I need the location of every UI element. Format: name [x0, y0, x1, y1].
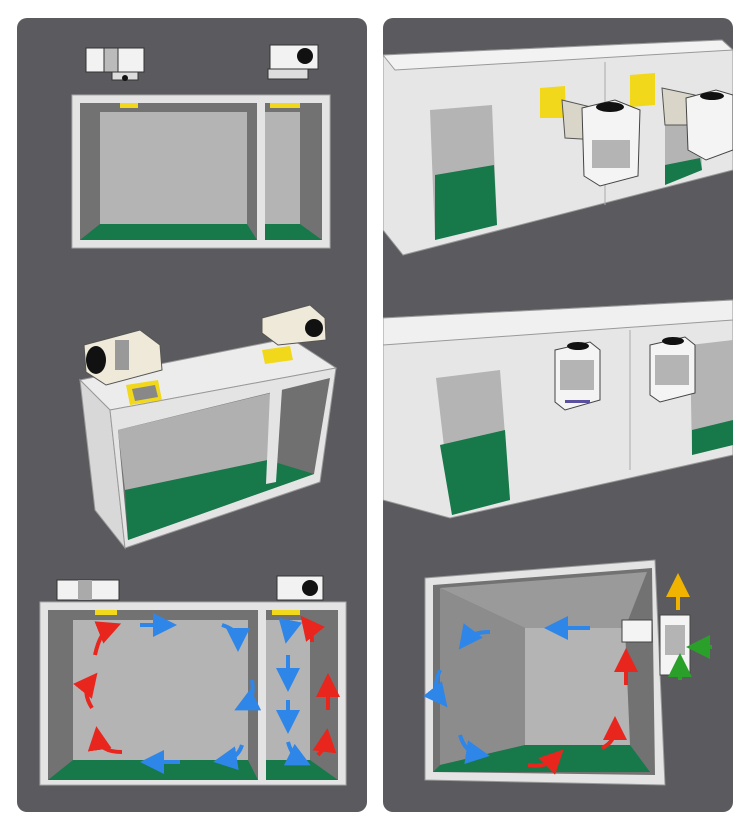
- scene-top-mount-front-view: [71, 44, 331, 249]
- scene-wall-mount-flush: [383, 299, 733, 519]
- top-mount-illustrations: [39, 44, 347, 786]
- cooling-unit-icon: [83, 329, 163, 386]
- cooling-unit-icon: [554, 341, 601, 411]
- airflow-arrows: [423, 573, 712, 775]
- cooling-unit-icon: [649, 336, 696, 403]
- floor: [80, 224, 257, 240]
- scene-wall-mount-through-wall: [383, 39, 733, 256]
- scene-top-mount-airflow: [39, 575, 347, 786]
- scene-wall-mount-airflow: [423, 559, 712, 786]
- cooling-unit-icon: [267, 44, 319, 80]
- scene-top-mount-perspective: [78, 304, 338, 550]
- cooling-unit-icon: [561, 99, 641, 187]
- cooling-unit-icon: [85, 47, 145, 81]
- left-panel-top-mount: [17, 18, 367, 812]
- cooling-unit-icon: [261, 304, 327, 346]
- vent: [120, 103, 138, 108]
- airflow-arrows: [73, 613, 340, 774]
- right-panel-wall-mount: [383, 18, 733, 812]
- cooling-unit-icon: [661, 87, 733, 161]
- wall-mount-illustrations: [383, 39, 733, 786]
